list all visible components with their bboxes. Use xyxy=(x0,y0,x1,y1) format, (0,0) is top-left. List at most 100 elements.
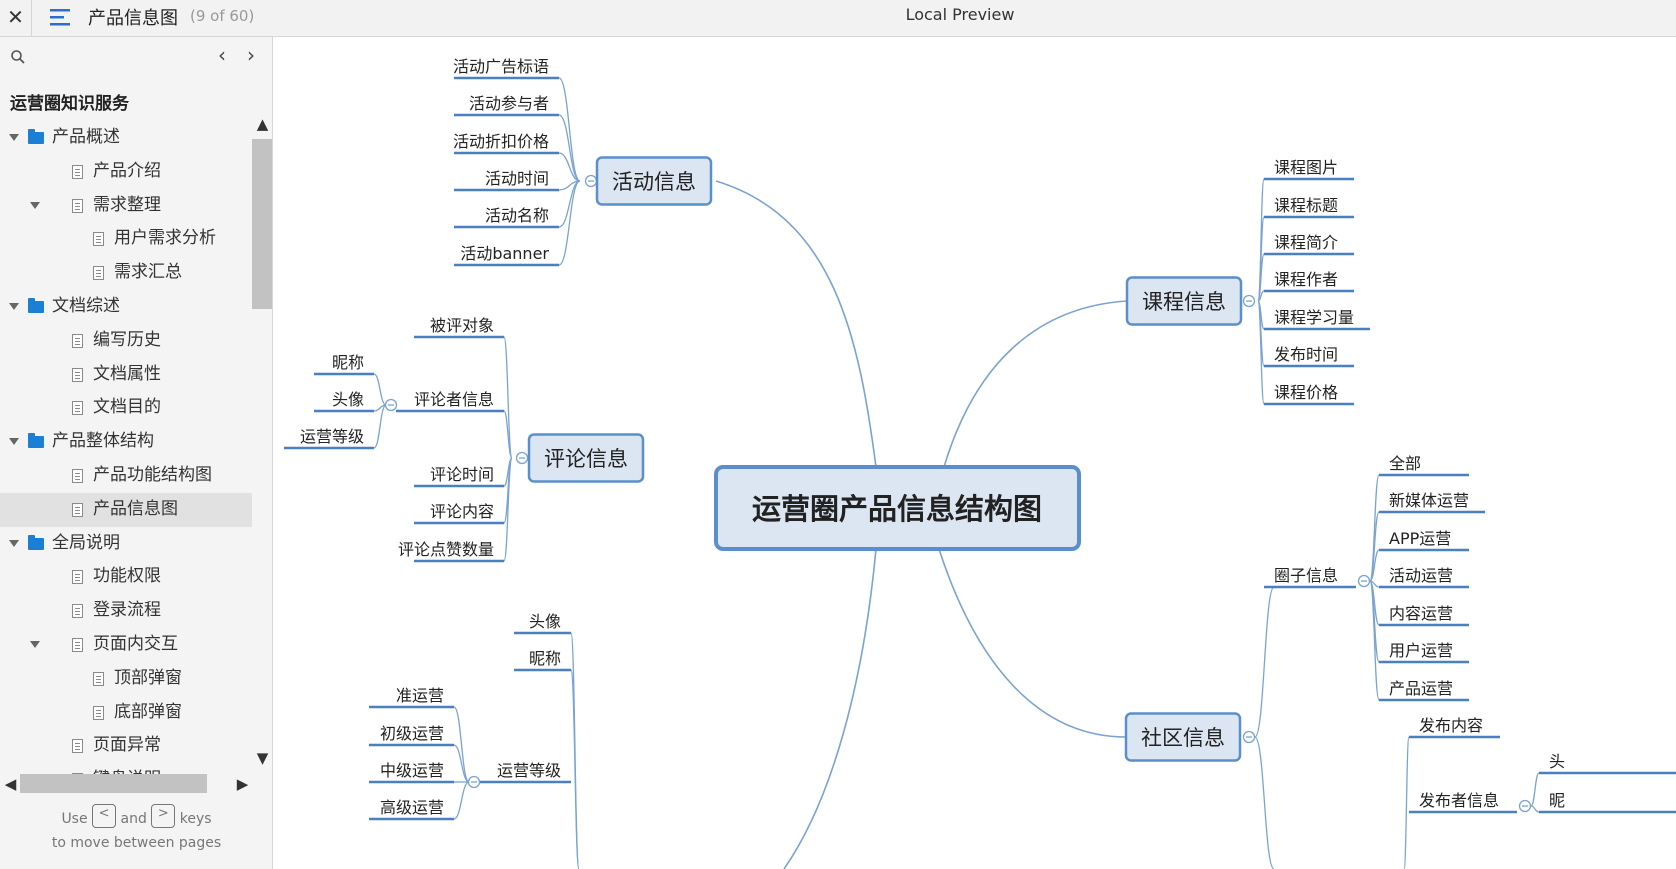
leaf-label[interactable]: 课程图片 xyxy=(1274,158,1338,177)
sidebar-item[interactable]: 产品整体结构 xyxy=(0,425,252,459)
leaf-label[interactable]: 昵称 xyxy=(332,353,364,372)
comment-info-topic[interactable]: 评论信息 xyxy=(544,447,628,471)
course-info-topic[interactable]: 课程信息 xyxy=(1142,290,1226,314)
activity-info-topic[interactable]: 活动信息 xyxy=(612,170,696,194)
leaf-label[interactable]: 活动banner xyxy=(460,244,549,263)
leaf-label[interactable]: 内容运营 xyxy=(1389,604,1453,623)
leaf-label[interactable]: 昵 xyxy=(1549,791,1565,810)
leaf-label[interactable]: 中级运营 xyxy=(380,761,444,780)
leaf-label[interactable]: 圈子信息 xyxy=(1274,566,1338,585)
folder-icon xyxy=(28,534,44,550)
previous-page-button[interactable]: ‹ xyxy=(218,43,226,67)
leaf-label[interactable]: 课程简介 xyxy=(1274,233,1338,252)
leaf-label[interactable]: 课程作者 xyxy=(1274,270,1338,289)
leaf-label[interactable]: 发布时间 xyxy=(1274,345,1338,364)
leaf-label[interactable]: 活动广告标语 xyxy=(453,57,549,76)
leaf-label[interactable]: 产品运营 xyxy=(1389,679,1453,698)
connector-line xyxy=(938,548,1127,738)
document-title: 产品信息图 xyxy=(88,8,178,29)
central-topic-box[interactable] xyxy=(714,465,1081,551)
scroll-down-arrow[interactable]: ▼ xyxy=(256,749,269,767)
leaf-label[interactable]: 发布者信息 xyxy=(1419,791,1499,810)
sidebar-item[interactable]: 页面异常 xyxy=(0,729,252,763)
sidebar-item[interactable]: 顶部弹窗 xyxy=(0,662,252,696)
expand-caret-icon[interactable] xyxy=(9,302,19,310)
leaf-label[interactable]: 初级运营 xyxy=(380,724,444,743)
next-page-button[interactable]: › xyxy=(247,43,255,67)
leaf-label[interactable]: 头 xyxy=(1549,752,1565,771)
leaf-label[interactable]: 用户运营 xyxy=(1389,641,1453,660)
connector-line xyxy=(1257,253,1265,302)
leaf-label[interactable]: 全部 xyxy=(1389,454,1421,473)
sidebar-item-label: 登录流程 xyxy=(93,600,161,621)
scroll-up-arrow[interactable]: ▲ xyxy=(256,115,269,133)
sidebar-item[interactable]: 文档属性 xyxy=(0,358,252,392)
leaf-label[interactable]: 评论者信息 xyxy=(414,390,494,409)
leaf-label[interactable]: 新媒体运营 xyxy=(1389,491,1469,510)
expand-caret-icon[interactable] xyxy=(9,438,19,446)
scroll-right-arrow[interactable]: ▶ xyxy=(236,775,249,793)
menu-icon[interactable] xyxy=(50,6,72,28)
close-button[interactable]: ✕ xyxy=(0,0,32,36)
sidebar-item[interactable]: 功能权限 xyxy=(0,560,252,594)
mindmap-canvas[interactable]: 运营圈产品信息结构图 活动广告标语活动参与者活动折扣价格活动时间活动名称活动ban… xyxy=(274,37,1676,869)
leaf-label[interactable]: 课程标题 xyxy=(1274,196,1338,215)
expand-caret-icon[interactable] xyxy=(30,640,40,648)
leaf-label[interactable]: 发布内容 xyxy=(1419,716,1483,735)
leaf-label[interactable]: 被评对象 xyxy=(430,316,494,335)
sidebar-item[interactable]: 产品功能结构图 xyxy=(0,459,252,493)
connector-line xyxy=(783,548,877,869)
leaf-label[interactable]: 活动名称 xyxy=(485,206,549,225)
leaf-label[interactable]: 活动运营 xyxy=(1389,566,1453,585)
sidebar-item-label: 文档属性 xyxy=(93,363,161,384)
search-icon[interactable] xyxy=(10,49,26,65)
scroll-left-arrow[interactable]: ◀ xyxy=(4,775,17,793)
leaf-label[interactable]: 运营等级 xyxy=(497,761,561,780)
sidebar-item[interactable]: 全局说明 xyxy=(0,527,252,561)
leaf-label[interactable]: 昵称 xyxy=(529,649,561,668)
leaf-label[interactable]: 评论时间 xyxy=(430,465,494,484)
comment-info-topic-box[interactable] xyxy=(527,433,645,483)
expand-caret-icon[interactable] xyxy=(9,539,19,547)
leaf-label[interactable]: 活动时间 xyxy=(485,169,549,188)
leaf-label[interactable]: 头像 xyxy=(529,612,561,631)
sidebar-item[interactable]: 需求整理 xyxy=(0,189,252,223)
sidebar-item[interactable]: 产品信息图 xyxy=(0,492,252,527)
sidebar-item[interactable]: 编写历史 xyxy=(0,324,252,358)
horizontal-scroll-thumb[interactable] xyxy=(20,774,207,793)
sidebar-item[interactable]: 需求汇总 xyxy=(0,256,252,290)
sidebar-item[interactable]: 产品概述 xyxy=(0,121,252,155)
sidebar-item[interactable]: 页面内交互 xyxy=(0,628,252,662)
leaf-label[interactable]: 运营等级 xyxy=(300,427,364,446)
page-icon xyxy=(72,739,83,754)
leaf-label[interactable]: 课程学习量 xyxy=(1274,308,1354,327)
activity-info-topic-box[interactable] xyxy=(595,156,713,206)
leaf-label[interactable]: 活动参与者 xyxy=(469,94,549,113)
expand-caret-icon[interactable] xyxy=(9,134,19,141)
expand-caret-icon[interactable] xyxy=(30,201,40,209)
sidebar-item-label: 编写历史 xyxy=(93,329,161,350)
leaf-label[interactable]: 课程价格 xyxy=(1274,383,1338,402)
community-info-topic-box[interactable] xyxy=(1124,712,1242,762)
leaf-label[interactable]: 高级运营 xyxy=(380,798,444,817)
leaf-label[interactable]: 评论内容 xyxy=(430,502,494,521)
leaf-label[interactable]: APP运营 xyxy=(1389,529,1451,548)
sidebar-item[interactable]: 登录流程 xyxy=(0,594,252,628)
leaf-label[interactable]: 头像 xyxy=(332,390,364,409)
central-topic[interactable]: 运营圈产品信息结构图 xyxy=(752,492,1042,526)
vertical-scroll-thumb[interactable] xyxy=(252,139,272,309)
page-icon xyxy=(93,705,104,720)
leaf-label[interactable]: 评论点赞数量 xyxy=(398,540,494,559)
leaf-label[interactable]: 准运营 xyxy=(396,686,444,705)
hint-keys: keys xyxy=(179,811,212,827)
sidebar-item[interactable]: 用户需求分析 xyxy=(0,222,252,256)
sidebar-item[interactable]: 产品介绍 xyxy=(0,155,252,189)
sidebar-item[interactable]: 文档目的 xyxy=(0,391,252,425)
community-info-topic[interactable]: 社区信息 xyxy=(1141,726,1225,750)
leaf-label[interactable]: 活动折扣价格 xyxy=(453,132,549,151)
connector-line xyxy=(1403,736,1410,869)
course-info-topic-box[interactable] xyxy=(1125,276,1243,326)
hint-use: Use xyxy=(61,811,88,827)
sidebar-item[interactable]: 底部弹窗 xyxy=(0,696,252,730)
sidebar-item[interactable]: 文档综述 xyxy=(0,290,252,324)
